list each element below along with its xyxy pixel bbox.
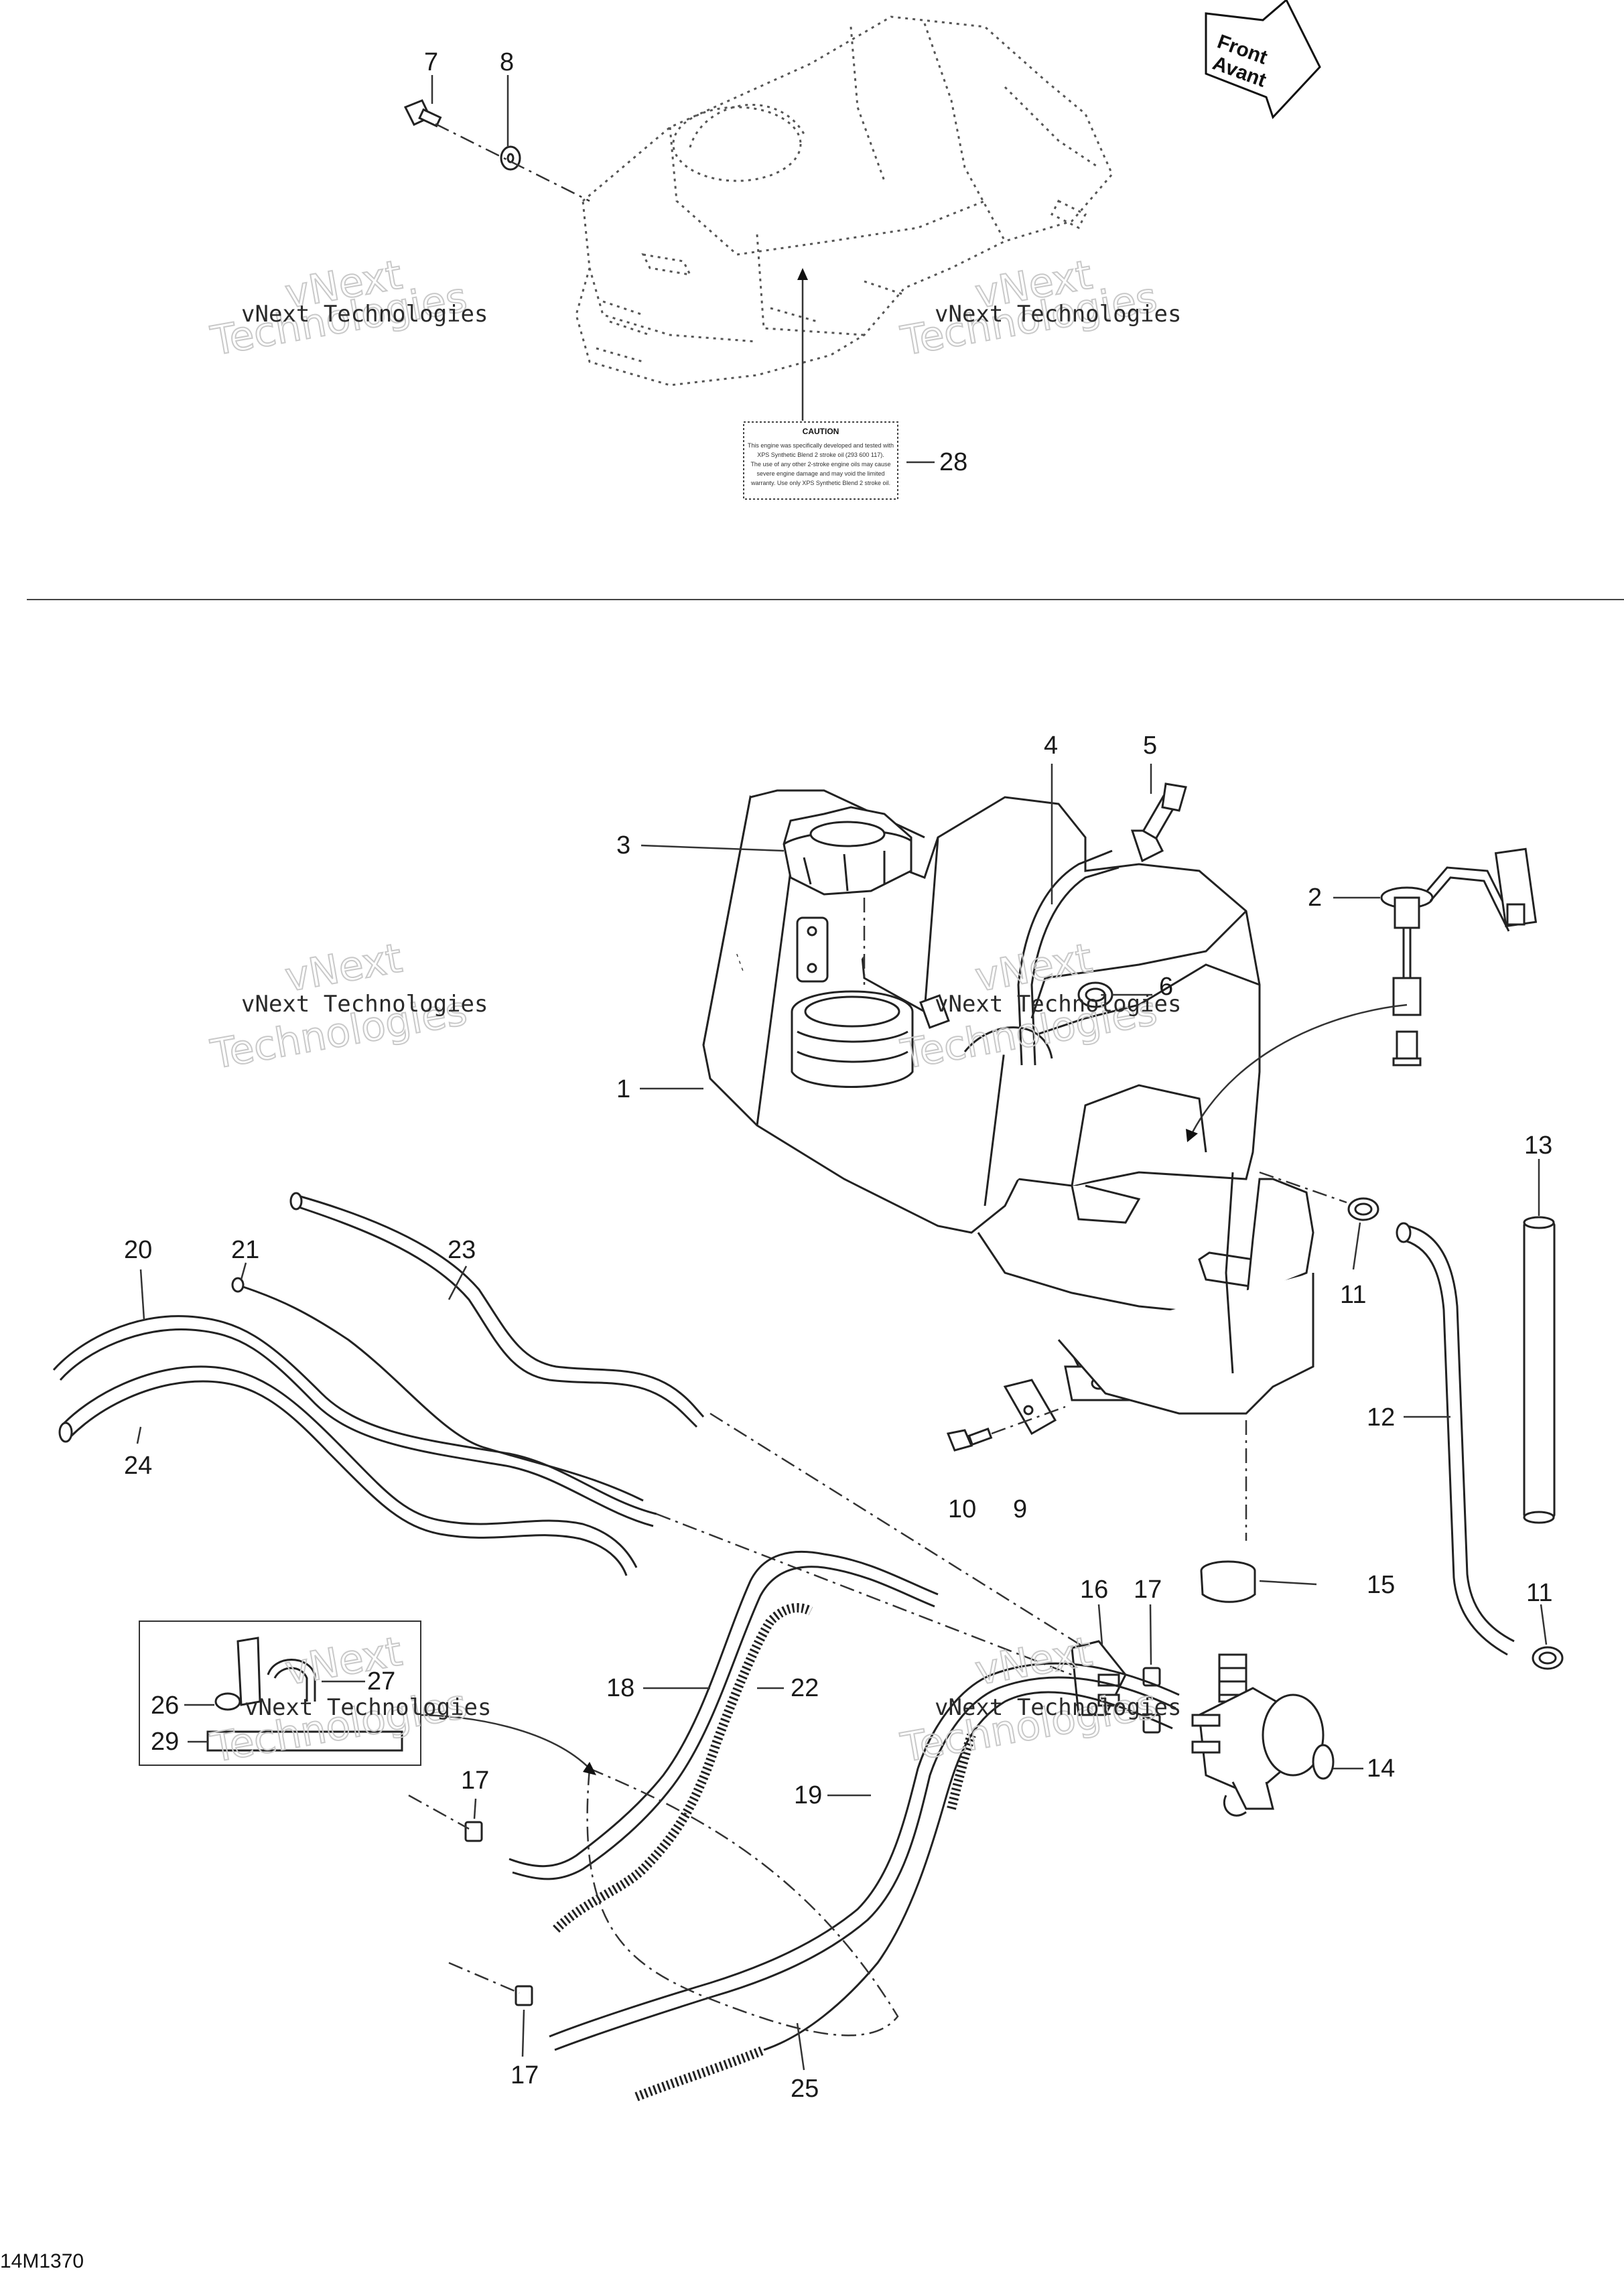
callout-11-upper: 11 [1340, 1281, 1366, 1309]
clamp-11-upper [1347, 1197, 1379, 1221]
level-sensor-2 [1380, 847, 1538, 1066]
caution-line-1: This engine was specifically developed a… [748, 442, 894, 449]
callout-26: 26 [151, 1692, 179, 1720]
watermark-2-small: vNext Technologies [935, 301, 1181, 328]
callout-23: 23 [448, 1236, 476, 1264]
front-direction-arrow: Front Avant [1205, 0, 1321, 119]
watermark-3-small: vNext Technologies [241, 991, 488, 1018]
callout-5: 5 [1143, 732, 1157, 760]
watermark-4-small: vNext Technologies [935, 991, 1181, 1018]
drawing-number: 14M1370 [0, 2250, 84, 2272]
bracket-27 [267, 1659, 316, 1702]
callout-11-lower: 11 [1526, 1579, 1552, 1607]
filler-neck [791, 990, 914, 1088]
callout-3: 3 [616, 831, 630, 859]
caution-heading: CAUTION [803, 427, 839, 436]
callout-2: 2 [1308, 884, 1322, 912]
vent-fitting-5 [1130, 782, 1187, 863]
callout-14: 14 [1367, 1754, 1395, 1783]
caution-line-5: warranty. Use only XPS Synthetic Blend 2… [750, 480, 890, 486]
callout-1: 1 [616, 1075, 630, 1103]
bracket-9 [1003, 1379, 1057, 1436]
caution-line-2: XPS Synthetic Blend 2 stroke oil (293 60… [757, 452, 884, 458]
oil-pump-14 [1191, 1653, 1335, 1817]
connector-17-mid [464, 1821, 483, 1842]
callout-29: 29 [151, 1728, 179, 1756]
clamp-6 [1077, 981, 1113, 1008]
caution-line-4: severe engine damage and may void the li… [756, 470, 884, 477]
callout-28: 28 [939, 448, 967, 476]
vent-hose-4 [1017, 849, 1120, 1066]
clamp-11-lower [1532, 1646, 1564, 1670]
connector-17-bottom [515, 1985, 533, 2006]
watermark-6-small: vNext Technologies [935, 1694, 1181, 1721]
callout-4: 4 [1044, 732, 1058, 760]
callout-20: 20 [124, 1236, 152, 1264]
callout-25: 25 [791, 2075, 819, 2103]
vehicle-body-ghost [575, 15, 1113, 387]
hose-23 [289, 1192, 705, 1428]
callout-15: 15 [1367, 1571, 1395, 1599]
hose-13 [1523, 1216, 1556, 1524]
watermark-5-small: vNext Technologies [245, 1694, 491, 1721]
watermarks: vNext Technologies vNext Technologies vN… [206, 251, 1181, 1773]
caution-label-28: CAUTION This engine was specifically dev… [743, 421, 898, 500]
clip-26 [214, 1637, 261, 1711]
hose-18 [509, 1550, 939, 1880]
callout-9: 9 [1013, 1495, 1027, 1523]
callout-21: 21 [231, 1236, 259, 1264]
callout-numbers: 1 2 3 4 5 6 7 8 9 10 11 11 12 13 14 15 1… [124, 48, 1552, 2103]
caution-line-3: The use of any other 2-stroke engine oil… [750, 461, 890, 468]
inset-box [139, 1620, 421, 1766]
bolt-10 [946, 1428, 993, 1452]
callout-6: 6 [1159, 973, 1173, 1001]
watermark-3: vNext Technologies vNext Technologies [206, 934, 488, 1079]
watermark-1-small: vNext Technologies [241, 301, 488, 328]
clamp-15 [1200, 1560, 1256, 1603]
hose-19 [549, 1662, 1180, 2051]
callout-10: 10 [948, 1495, 976, 1523]
hose-22 [553, 1603, 813, 1933]
callout-24: 24 [124, 1452, 152, 1480]
watermark-4: vNext Technologies vNext Technologies [896, 934, 1181, 1079]
hose-25 [634, 1691, 1173, 2101]
callout-leaders [136, 75, 1548, 2071]
hose-20 [52, 1315, 657, 1527]
callout-17-top: 17 [1134, 1576, 1162, 1604]
callout-8: 8 [500, 48, 514, 76]
hose-21 [231, 1277, 644, 1502]
oil-tank-cap-3 [783, 806, 912, 896]
oil-tank-1: - - - [702, 789, 1314, 1415]
watermark-1: vNext Technologies vNext Technologies [206, 251, 488, 366]
hose-24 [58, 1365, 638, 1576]
callout-22: 22 [791, 1674, 819, 1702]
callout-17-mid: 17 [461, 1767, 489, 1795]
callout-16: 16 [1080, 1576, 1108, 1604]
callout-18: 18 [606, 1674, 634, 1702]
bolt-7 [403, 99, 442, 128]
callout-7: 7 [424, 48, 438, 76]
callout-19: 19 [794, 1781, 822, 1809]
watermark-6: vNext Technologies vNext Technologies [896, 1627, 1181, 1773]
watermark-2: vNext Technologies vNext Technologies [896, 251, 1181, 366]
callout-27: 27 [367, 1667, 395, 1696]
callout-12: 12 [1367, 1403, 1395, 1432]
callout-17-bottom: 17 [511, 2061, 539, 2089]
callout-13: 13 [1524, 1131, 1552, 1160]
hose-12 [1396, 1222, 1515, 1656]
